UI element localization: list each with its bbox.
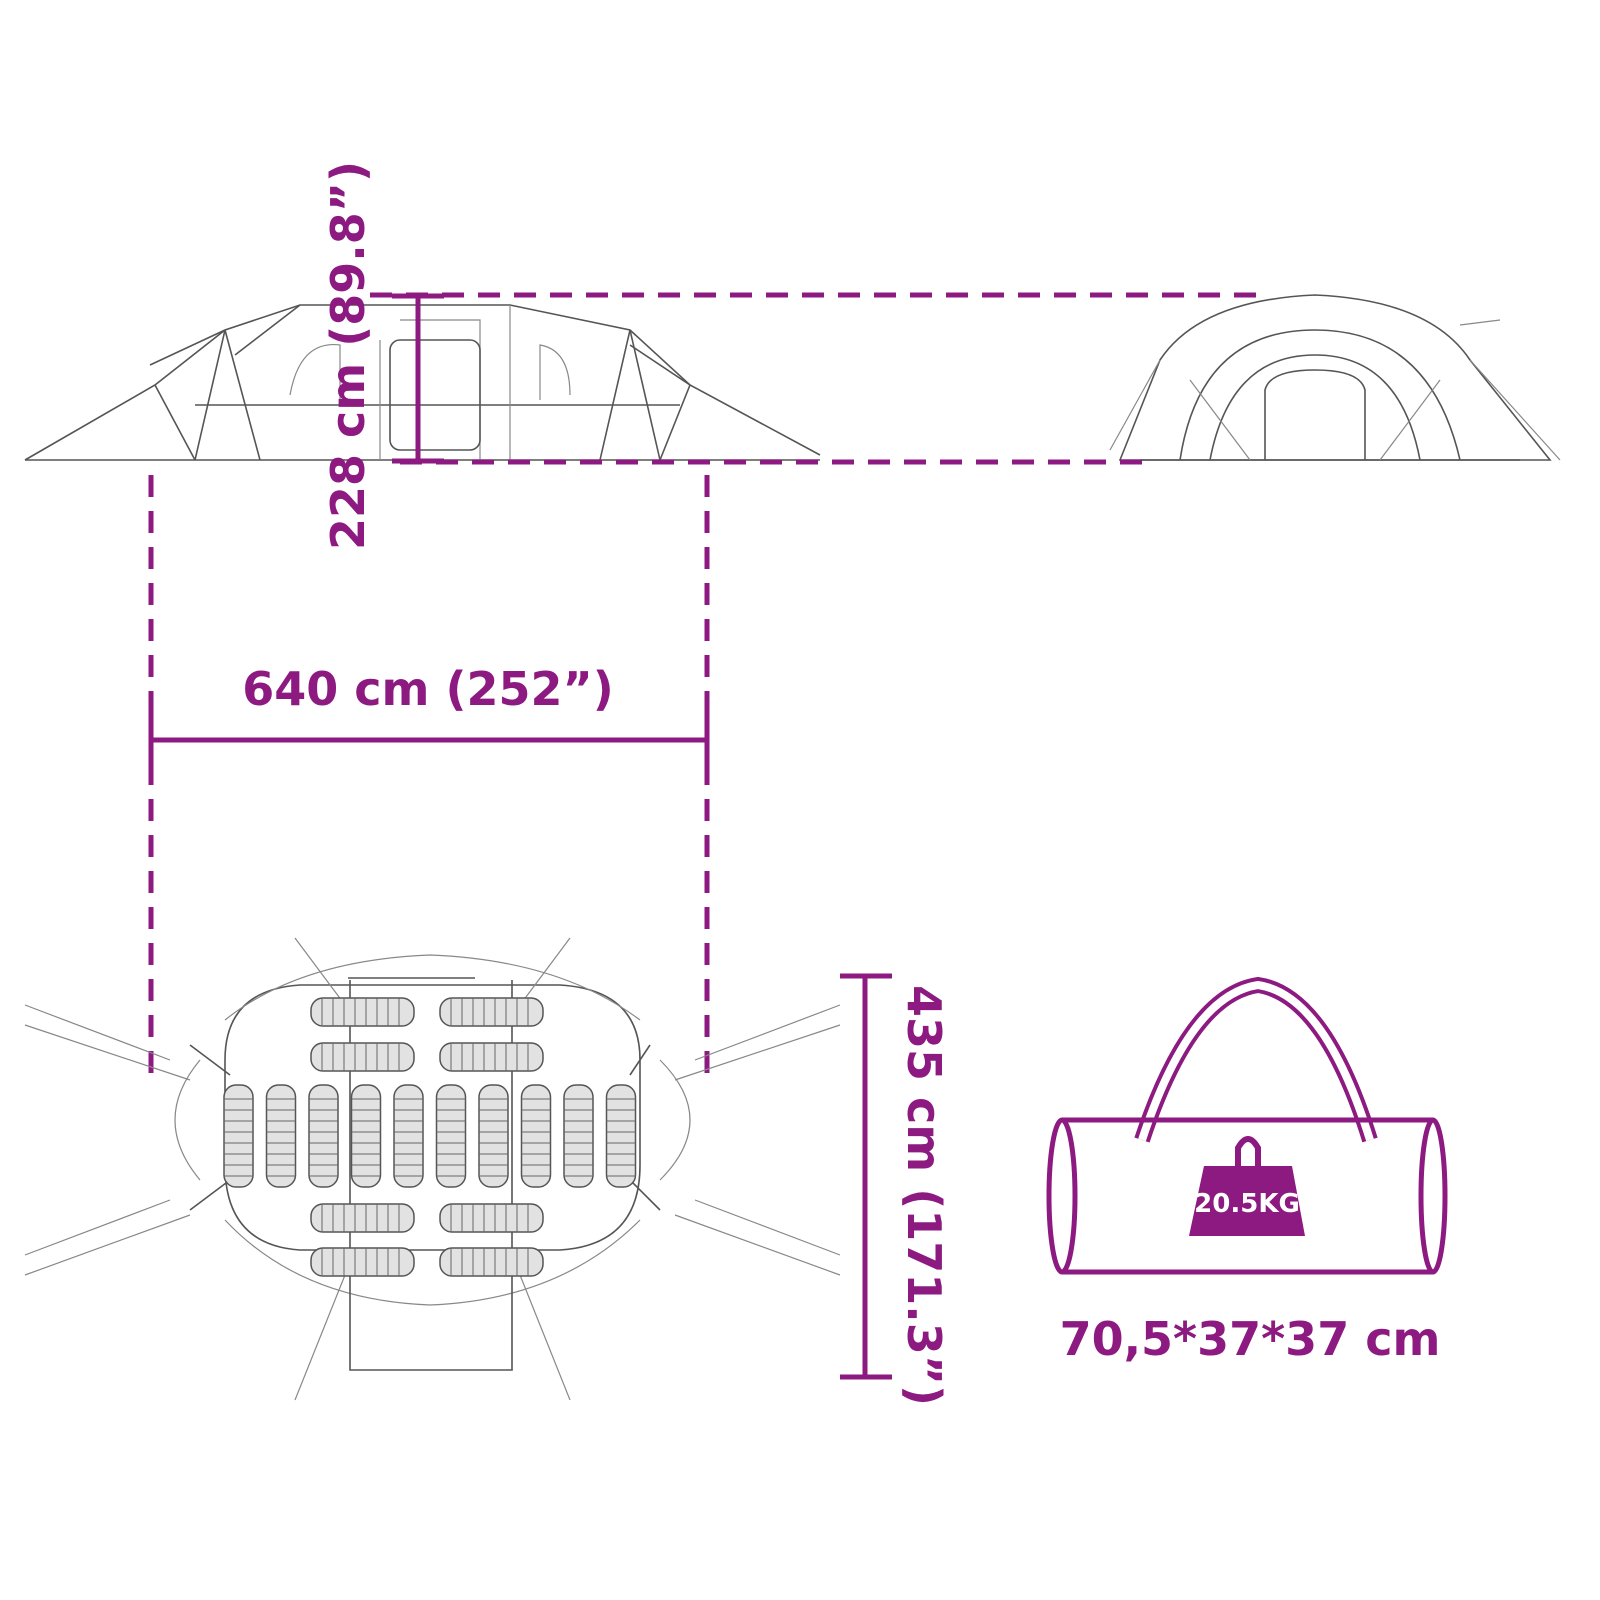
sleeping-bag bbox=[393, 1084, 424, 1188]
tent-floor-plan bbox=[24, 937, 841, 1401]
tent-front-view bbox=[1109, 294, 1561, 461]
sleeping-bag bbox=[310, 1203, 415, 1233]
sleeping-bag bbox=[478, 1084, 509, 1188]
sleeping-bag bbox=[439, 1247, 544, 1277]
sleeping-bag bbox=[310, 997, 415, 1027]
sleeping-bag bbox=[563, 1084, 594, 1188]
sleeping-bag bbox=[605, 1084, 637, 1188]
weight-label: 20.5KG bbox=[1194, 1189, 1300, 1219]
bag-size-label: 70,5*37*37 cm bbox=[1060, 1312, 1441, 1366]
sleeping-bag bbox=[265, 1084, 297, 1188]
height-label: 228 cm (89.8”) bbox=[321, 161, 375, 550]
weight-icon: 20.5KG bbox=[1189, 1136, 1305, 1236]
sleeping-bag bbox=[310, 1247, 415, 1277]
sleeping-bag bbox=[435, 1084, 467, 1188]
sleeping-bag bbox=[439, 997, 544, 1027]
depth-dimension: 435 cm (171.3”) bbox=[840, 973, 951, 1406]
sleeping-bag bbox=[308, 1084, 339, 1188]
tent-side-view bbox=[24, 304, 821, 461]
sleeping-bag bbox=[310, 1042, 415, 1072]
width-dimension: 640 cm (252”) bbox=[148, 475, 710, 1075]
height-dimension: 228 cm (89.8”) bbox=[321, 161, 1270, 550]
sleeping-bag bbox=[439, 1042, 544, 1072]
sleeping-bag bbox=[350, 1084, 382, 1188]
depth-label: 435 cm (171.3”) bbox=[897, 985, 951, 1406]
sleeping-bag bbox=[439, 1203, 544, 1233]
sleeping-bag bbox=[223, 1084, 254, 1188]
sleeping-bag bbox=[520, 1084, 552, 1188]
carry-bag: 20.5KG 70,5*37*37 cm bbox=[1046, 976, 1448, 1366]
width-label: 640 cm (252”) bbox=[242, 662, 614, 716]
